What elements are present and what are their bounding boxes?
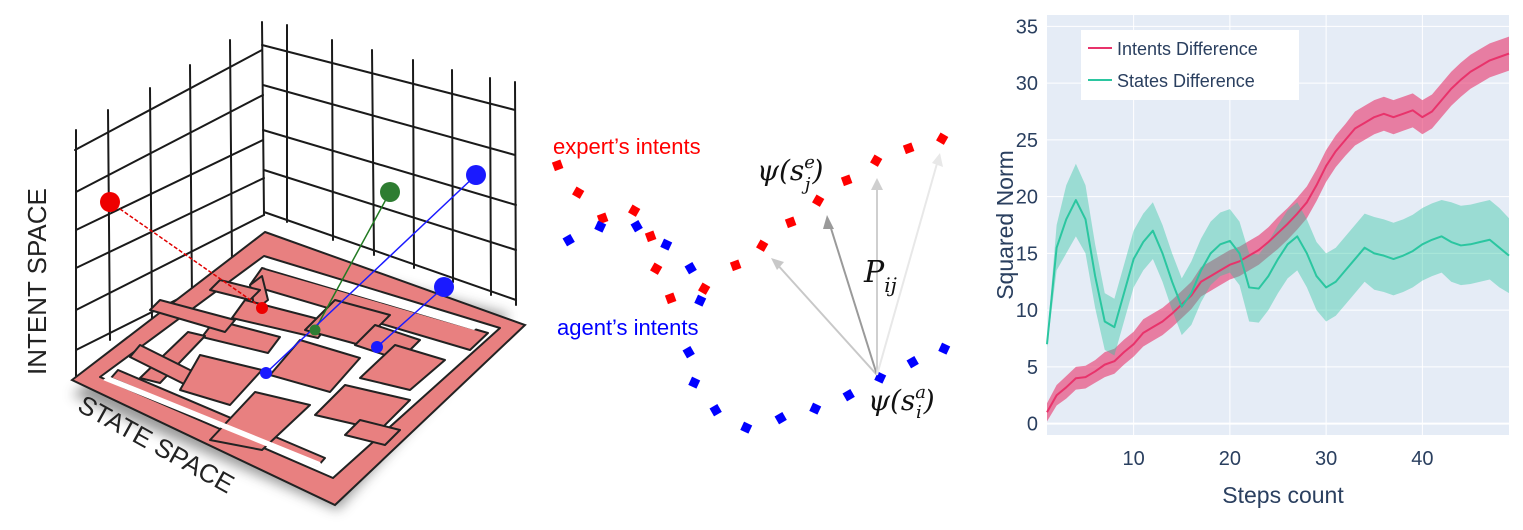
psi-agent-base: ψ(s — [868, 384, 915, 417]
arrow-dark — [828, 221, 878, 376]
agent-intent-dot — [630, 220, 643, 233]
y-axis-title: Squared Norm — [992, 150, 1018, 300]
expert-intent-dot — [596, 212, 609, 225]
green-projection-line — [314, 191, 391, 331]
psi-agent-sup: a — [915, 382, 926, 403]
expert-intent-dot — [840, 174, 853, 187]
green-intent-point — [380, 182, 400, 202]
legend-box — [1081, 30, 1299, 100]
y-tick-label: 0 — [1027, 414, 1038, 436]
y-tick-label: 30 — [1016, 73, 1038, 95]
expert-intent-dot — [812, 194, 825, 207]
agent-intent-dot — [774, 412, 787, 425]
red-projection-line — [109, 201, 263, 309]
arrow-head-faint-right — [932, 153, 943, 167]
expert-intents-label: expert’s intents — [553, 134, 701, 159]
agent-intents-label: agent’s intents — [557, 315, 698, 340]
blue-state-point-1 — [260, 367, 272, 379]
x-tick-label: 20 — [1219, 448, 1241, 470]
projection-arrows — [771, 153, 943, 376]
x-tick-labels: 10 20 30 40 — [1123, 448, 1434, 470]
agent-intent-dot — [562, 234, 575, 247]
psi-expert-sub: j — [801, 174, 811, 195]
intent-space-label: INTENT SPACE — [22, 188, 52, 375]
green-state-point — [309, 324, 321, 336]
arrow-head-vertical — [871, 178, 883, 190]
red-intent-point — [100, 192, 120, 212]
y-tick-label: 35 — [1016, 16, 1038, 38]
expert-intent-dot — [902, 142, 915, 155]
psi-expert-base: ψ(s — [757, 154, 804, 187]
band-intents-difference — [1047, 36, 1509, 422]
y-tick-label: 20 — [1016, 187, 1038, 209]
expert-intent-dot — [698, 282, 711, 295]
intent-state-space-diagram: INTENT SPACE STATE SPACE — [22, 21, 527, 510]
y-tick-label: 25 — [1016, 130, 1038, 152]
y-tick-label: 5 — [1027, 357, 1038, 379]
blue-intent-point-1 — [466, 165, 486, 185]
expert-intent-dot — [664, 292, 677, 305]
psi-expert-close: ) — [812, 154, 824, 187]
psi-expert-sup: e — [804, 152, 815, 173]
arrow-head-dark — [823, 215, 834, 229]
agent-intent-dot — [938, 342, 951, 355]
expert-intent-dot — [551, 159, 564, 172]
squared-norm-chart: 0 5 10 15 20 25 30 35 10 20 30 40 Squared Norm Ste… — [992, 15, 1510, 508]
agent-intent-dot — [694, 294, 707, 307]
agent-intent-dot — [660, 238, 673, 251]
legend-label-states: States Difference — [1117, 71, 1255, 91]
chart-legend: Intents Difference States Difference — [1081, 30, 1299, 100]
agent-intent-dot — [682, 346, 695, 359]
blue-state-point-2 — [371, 341, 383, 353]
agent-intent-dot — [688, 376, 701, 389]
projection-base: P — [863, 255, 885, 290]
projection-sub: ij — [884, 273, 897, 297]
psi-agent-close: ) — [923, 384, 935, 417]
agent-intent-dot — [809, 402, 822, 415]
line-states-difference — [1046, 199, 1510, 345]
y-tick-label: 10 — [1016, 300, 1038, 322]
projection-formula: Pij — [863, 255, 897, 297]
expert-intent-dot — [644, 230, 657, 243]
arrow-light-left — [774, 261, 878, 376]
expert-intent-dot — [936, 132, 949, 145]
x-tick-label: 30 — [1315, 448, 1337, 470]
line-intents-difference — [1046, 52, 1510, 413]
arrow-head-light-left — [771, 258, 784, 270]
red-state-point — [256, 302, 268, 314]
x-tick-label: 40 — [1411, 448, 1433, 470]
expert-intent-dot — [650, 262, 663, 275]
x-tick-label: 10 — [1123, 448, 1145, 470]
y-tick-label: 15 — [1016, 243, 1038, 265]
psi-agent-sub: i — [916, 402, 922, 423]
blue-projection-line-1 — [265, 174, 477, 374]
agent-intent-dot — [684, 262, 697, 275]
expert-intents-dots — [551, 132, 949, 305]
expert-intent-dot — [784, 216, 797, 229]
state-space-maze — [70, 230, 527, 507]
agent-intent-dot — [740, 421, 753, 434]
expert-intent-dot — [729, 259, 742, 272]
arrow-faint-right — [876, 159, 939, 376]
agent-intent-dot — [709, 404, 722, 417]
series-lines — [1046, 52, 1510, 413]
expert-intent-dot — [870, 154, 883, 167]
blue-intent-point-2 — [434, 277, 454, 297]
expert-intent-dot — [756, 239, 769, 252]
agent-intent-dot — [906, 356, 919, 369]
x-axis-title: Steps count — [1222, 482, 1344, 508]
expert-intent-dot — [628, 204, 641, 217]
legend-label-intents: Intents Difference — [1117, 39, 1258, 59]
agent-intent-dot — [594, 220, 607, 233]
expert-intent-dot — [572, 186, 585, 199]
y-tick-labels: 0 5 10 15 20 25 30 35 — [1016, 16, 1038, 435]
agent-intent-dot — [842, 389, 855, 402]
blue-projection-line-2 — [376, 286, 445, 348]
